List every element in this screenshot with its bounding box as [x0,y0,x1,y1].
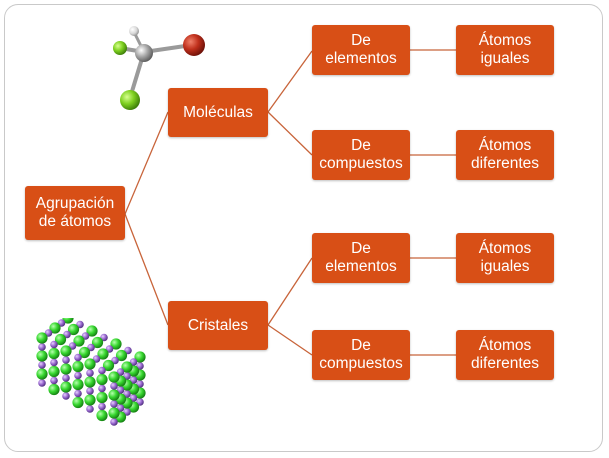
connector-root-cristales [124,213,169,326]
crystal-atom-green [72,378,84,391]
crystal-atom-purple [62,374,70,382]
crystal-atom-green [84,376,96,388]
crystal-atom-green [48,383,60,396]
crystal-atom-green [60,381,72,393]
crystal-atom-green [54,333,67,346]
node-cristales-de-compuestos: De compuestos [312,330,410,380]
crystal-atom-purple [50,340,58,349]
crystal-atom-green [86,325,98,337]
crystal-atom-green [72,360,84,373]
crystal-atom-green [97,348,109,360]
node-moleculas-de-elementos: De elementos [312,25,410,75]
crystal-atom-green [121,361,133,373]
connector-cristales-elementos [267,257,313,326]
crystal-atom-purple [62,356,70,364]
crystal-atom-purple [74,389,82,398]
crystal-atom-green [49,322,61,334]
connector-moleculas-elementos [267,50,313,113]
crystal-atom-green [102,359,115,372]
crystal-atom-purple [50,358,58,367]
node-moleculas-atomos-iguales: Átomos iguales [456,25,554,75]
crystal-atom-green [48,365,60,378]
crystal-atom-green [60,345,72,357]
connector-root-moleculas [124,111,169,215]
molecule-ball-and-stick-icon [113,26,205,110]
crystal-atom-purple [50,376,58,385]
crystal-atom-green [110,338,122,350]
crystal-atom-purple [110,418,118,426]
crystal-lattice-icon [36,318,146,426]
connector-moleculas-compuestos [267,111,313,156]
crystal-atom-green [60,363,72,375]
crystal-atom-purple [98,402,106,411]
connector-cristales-compuestos [267,324,313,356]
crystal-atom-purple [110,400,118,408]
crystal-atom-green [108,389,120,401]
crystal-atom-green [91,336,104,349]
crystal-atom-green [67,323,80,336]
crystal-atom-purple [62,392,70,400]
node-agrupacion-de-atomos: Agrupación de átomos [25,186,125,240]
crystal-atom-purple [98,366,106,375]
crystal-atom-purple [98,384,106,393]
crystal-atom-purple [74,353,82,362]
node-cristales: Cristales [168,301,268,350]
crystal-atom-green [72,396,84,409]
crystal-atom-green [36,368,48,380]
crystal-atom-green [36,350,48,362]
node-moleculas-de-compuestos: De compuestos [312,130,410,180]
crystal-atom-green [96,409,108,422]
crystal-atom-green [36,332,48,344]
crystal-atom-green [134,351,146,363]
crystal-atom-purple [86,369,94,377]
crystal-atom-green [96,373,108,386]
crystal-atom-green [108,407,120,419]
node-cristales-atomos-iguales: Átomos iguales [456,233,554,283]
crystal-atom-green [84,394,96,406]
crystal-atom-green [84,358,96,370]
crystal-atom-purple [38,379,46,387]
node-cristales-atomos-diferentes: Átomos diferentes [456,330,554,380]
crystal-atom-green [78,346,91,359]
node-cristales-de-elementos: De elementos [312,233,410,283]
crystal-atom-purple [74,371,82,380]
crystal-atom-purple [38,343,46,351]
crystal-atom-purple [38,361,46,369]
crystal-atom-green [48,347,60,360]
node-moleculas: Moléculas [168,88,268,137]
crystal-atom-green [108,371,120,383]
node-moleculas-atomos-diferentes: Átomos diferentes [456,130,554,180]
crystal-atom-purple [86,387,94,395]
crystal-atom-green [96,391,108,404]
crystal-atom-green [115,349,128,362]
crystal-atom-green [73,335,85,347]
crystal-atom-purple [86,405,94,413]
crystal-atom-purple [110,382,118,390]
